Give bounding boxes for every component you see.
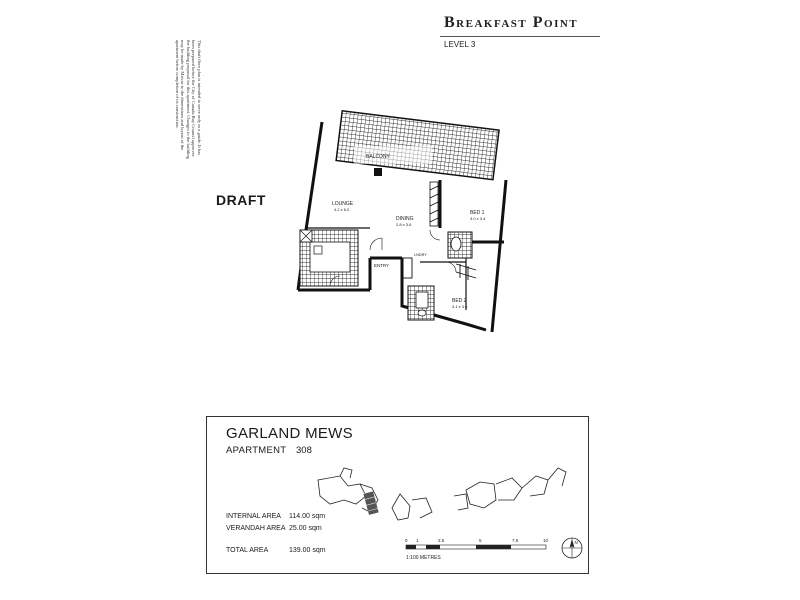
scale-tick-3: 5 bbox=[479, 538, 482, 543]
north-arrow-icon: N bbox=[561, 537, 583, 559]
total-area-label: TOTAL AREA bbox=[226, 547, 269, 554]
level-label: LEVEL 3 bbox=[444, 40, 476, 49]
internal-area-label: INTERNAL AREA bbox=[226, 513, 281, 520]
verandah-area-label: VERANDAH AREA bbox=[226, 525, 286, 532]
lounge-label: LOUNGE bbox=[332, 201, 354, 207]
bed1-dim: 3.0 x 3.4 bbox=[470, 216, 486, 221]
brand-divider bbox=[440, 36, 600, 37]
bed2-label: BED 2 bbox=[452, 298, 467, 304]
scale-tick-4: 7.5 bbox=[512, 538, 519, 543]
verandah-area-value: 25.00 sqm bbox=[289, 525, 322, 532]
balcony bbox=[335, 110, 500, 181]
bed1-label: BED 1 bbox=[470, 210, 485, 216]
apartment-label: APARTMENT bbox=[226, 445, 287, 456]
project-name: GARLAND MEWS bbox=[226, 425, 353, 442]
balcony-label: BALCONY bbox=[366, 154, 391, 160]
internal-area-value: 114.00 sqm bbox=[289, 513, 326, 520]
dining-dim: 2.8 x 3.6 bbox=[396, 222, 412, 227]
info-panel bbox=[206, 416, 589, 574]
draft-stamp: DRAFT bbox=[216, 192, 266, 208]
disclaimer-text: This draft floor plan is intended to ser… bbox=[174, 40, 202, 159]
scale-caption: 1:100 METRES bbox=[406, 555, 441, 561]
dining-label: DINING bbox=[396, 216, 414, 222]
scale-tick-2: 2.5 bbox=[438, 538, 445, 543]
entry-label: ENTRY bbox=[374, 263, 389, 268]
laundry-label: LNDRY bbox=[414, 253, 427, 257]
lounge-dim: 4.2 x 6.0 bbox=[334, 207, 350, 212]
site-key-plan bbox=[317, 467, 567, 521]
apartment-number: 308 bbox=[296, 445, 312, 456]
brand-title: Breakfast Point bbox=[444, 14, 579, 31]
scale-bar: 0 1 2.5 5 7.5 10 bbox=[405, 538, 549, 550]
scale-tick-1: 1 bbox=[416, 538, 419, 543]
north-label: N bbox=[575, 540, 578, 545]
total-area-value: 139.00 sqm bbox=[289, 547, 326, 554]
floor-plan: BALCONY LOUNGE bbox=[296, 110, 508, 333]
scale-tick-0: 0 bbox=[405, 538, 408, 543]
bed2-dim: 3.1 x 3.0 bbox=[452, 304, 468, 309]
wardrobe bbox=[429, 181, 439, 227]
column bbox=[374, 168, 382, 176]
scale-tick-5: 10 bbox=[543, 538, 549, 543]
